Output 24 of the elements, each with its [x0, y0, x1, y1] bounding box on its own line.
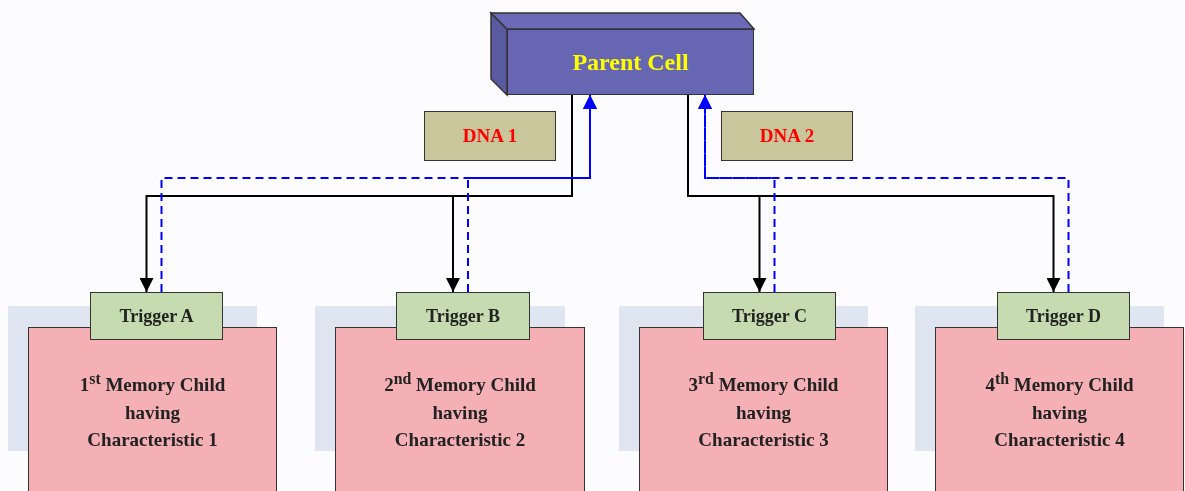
arrow — [446, 94, 573, 293]
box-label: Trigger C — [732, 305, 807, 327]
box-label: Trigger D — [1026, 305, 1101, 327]
box-label: DNA 2 — [759, 125, 815, 147]
memory-child-box — [28, 327, 277, 491]
dna-box — [424, 111, 556, 161]
memory-child-box — [935, 327, 1184, 491]
memory-child-box — [639, 327, 888, 491]
box-label: Trigger B — [426, 305, 500, 327]
box-label: 1$^{st}$ Memory Child having Characteristic 1 — [78, 369, 227, 453]
memory-child-box — [335, 327, 585, 491]
box-label: 3$^{rd}$ Memory Child having Characteristic 3 — [687, 369, 840, 453]
dna-box — [721, 111, 853, 161]
box-label: Trigger A — [119, 305, 194, 327]
trigger-box — [997, 292, 1130, 340]
box-label: 4$^{th}$ Memory Child having Characteristic 4 — [984, 369, 1135, 453]
parent-cell-box — [507, 29, 754, 95]
trigger-box — [396, 292, 530, 340]
box-label: DNA 1 — [462, 125, 518, 147]
trigger-box — [703, 292, 836, 340]
trigger-box — [90, 292, 223, 340]
box-label: Parent Cell — [572, 48, 689, 76]
arrow — [467, 94, 597, 293]
box-label: 2$^{nd}$ Memory Child having Characteristic 2 — [383, 369, 537, 453]
